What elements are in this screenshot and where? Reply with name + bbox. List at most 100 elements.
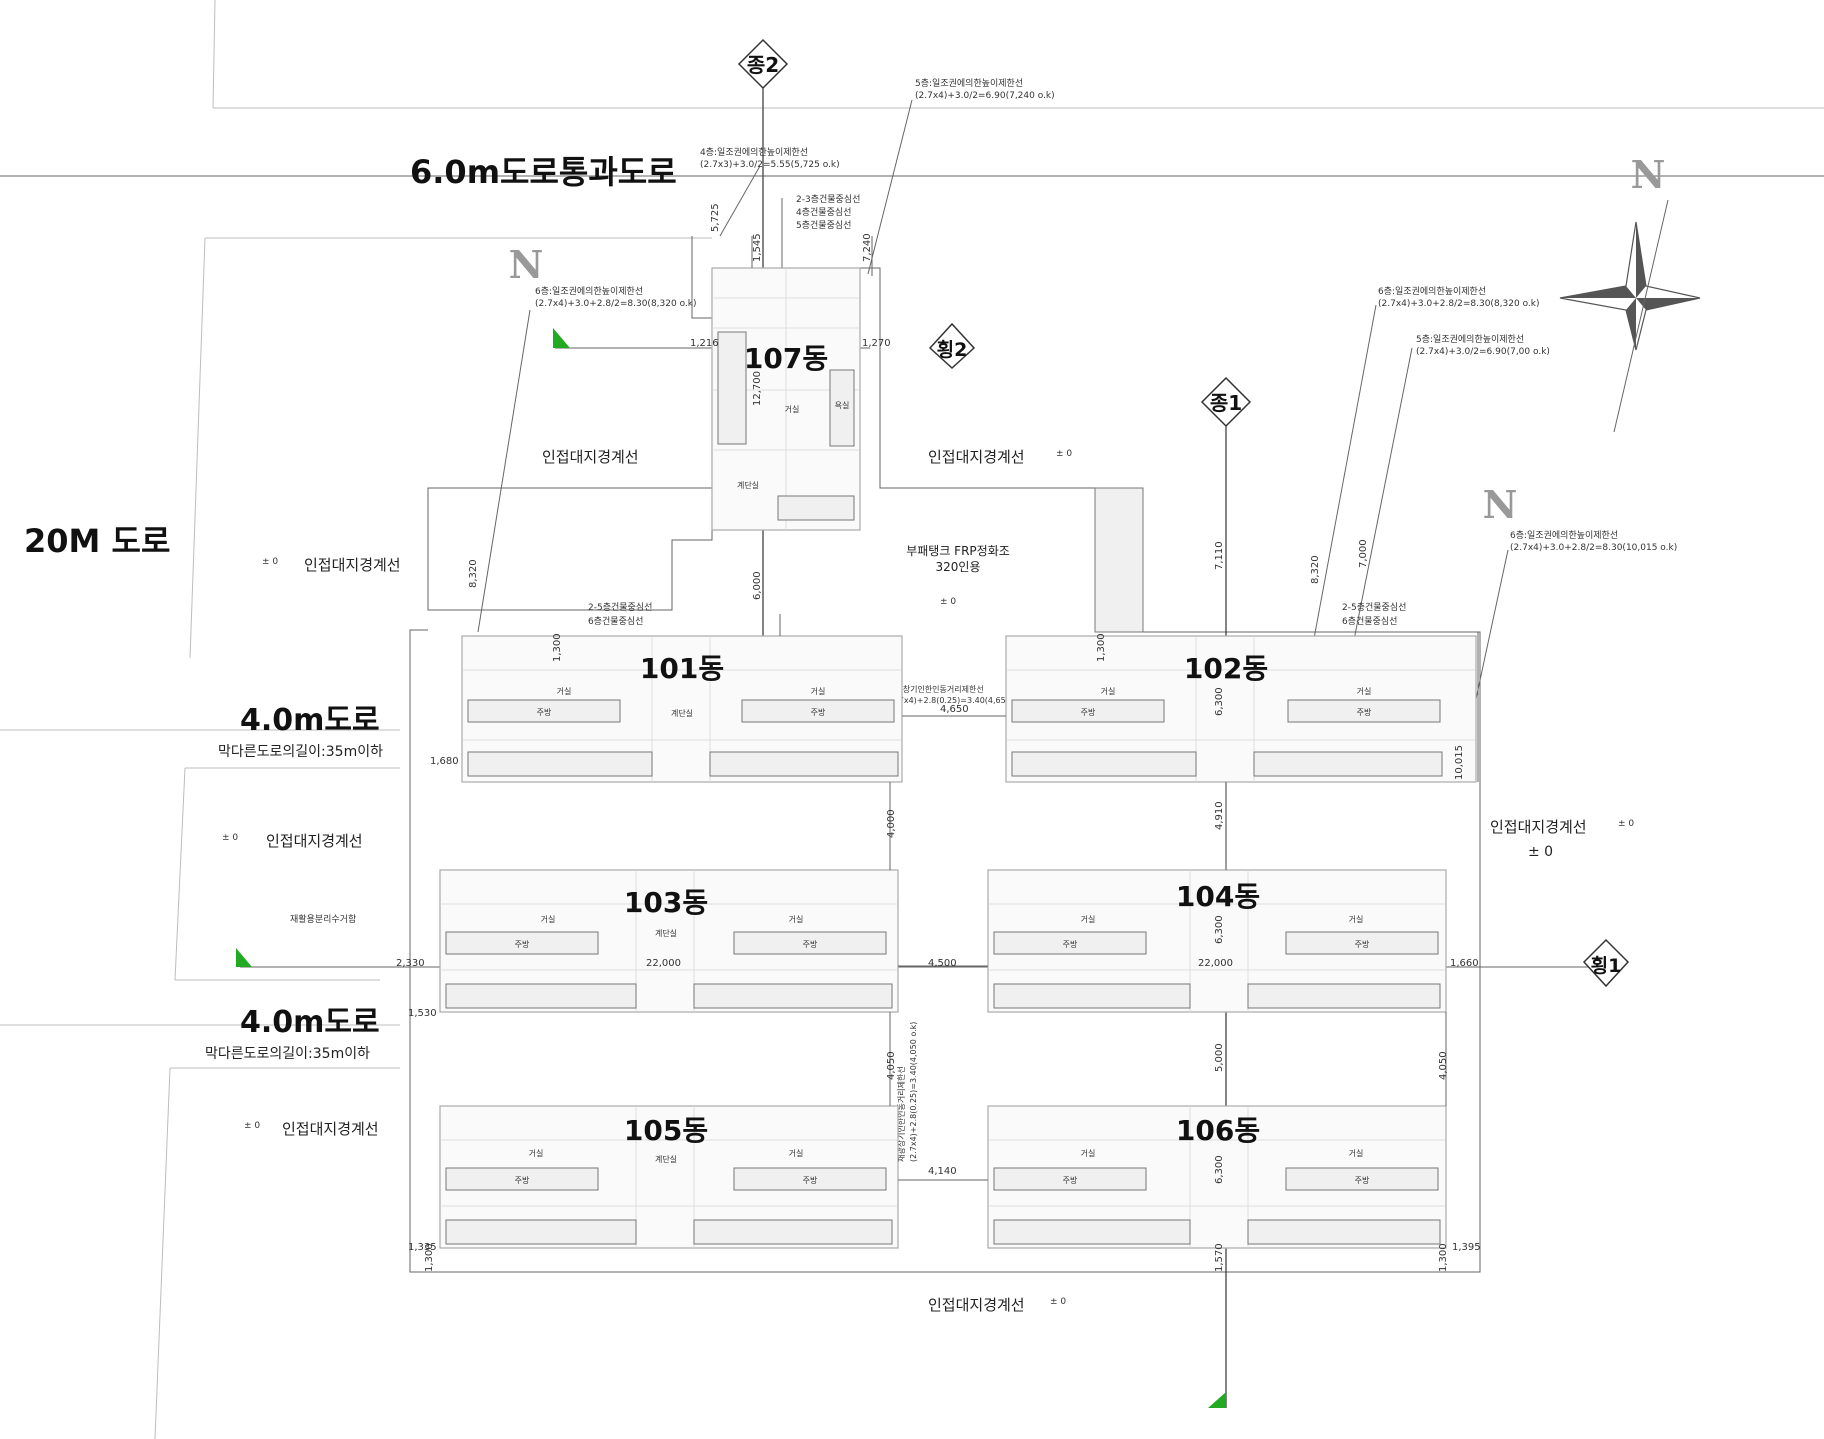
dim: 4,500 (928, 958, 957, 969)
note-6-line2: (2.7x4)+3.0+2.8/2=8.30(10,015 o.k) (1510, 543, 1677, 553)
dim: 6,300 (1214, 915, 1225, 944)
note-4-line2: (2.7x4)+3.0+2.8/2=8.30(8,320 o.k) (1378, 299, 1540, 309)
axis-label-hoeng1: 횡1 (1591, 955, 1622, 977)
room-label: 주방 (811, 707, 826, 717)
dim: 1,335 (408, 1242, 437, 1253)
level-marker-icon (236, 948, 252, 967)
dim: 1,216 (690, 338, 719, 349)
level-marker-icon (553, 328, 570, 348)
building-105[interactable]: 105동 거실 거실 주방 주방 계단실 (439, 1105, 899, 1249)
recycle-label: 재활용분리수거함 (290, 913, 356, 925)
dim: 22,000 (1198, 958, 1233, 969)
dim: 8,320 (468, 559, 479, 588)
note-6-line1: 6층:일조권에의한높이제한선 (1510, 529, 1618, 541)
note-101-c2: 6층건물중심선 (588, 616, 643, 627)
note-107-c1: 2-3층건물중심선 (796, 194, 860, 205)
axis-label-jong1: 종1 (1210, 391, 1242, 415)
axis-label-jong2: 종2 (747, 53, 779, 77)
boundary-level: ± 0 (1618, 819, 1634, 829)
room-label: 거실 (529, 1148, 544, 1158)
dim: 1,300 (1096, 633, 1107, 662)
level-septic: ± 0 (940, 597, 956, 607)
road-note-4m-a: 막다른도로의길이:35m이하 (218, 744, 383, 760)
room-label: 주방 (515, 939, 530, 949)
note-1-line1: 5층:일조권에의한높이제한선 (915, 77, 1023, 89)
axis-marker-hoeng1: 횡1 (1582, 938, 1630, 988)
note-102-c2: 6층건물중심선 (1342, 616, 1397, 627)
dim: 22,000 (646, 958, 681, 969)
building-107[interactable]: 107동 거실 욕실 계단실 (711, 267, 861, 531)
room-label: 거실 (1101, 686, 1116, 696)
note-1-line2: (2.7x4)+3.0/2=6.90(7,240 o.k) (915, 91, 1055, 101)
height-limit-notes: 5층:일조권에의한높이제한선 (2.7x4)+3.0/2=6.90(7,240 … (477, 77, 1677, 765)
dim: 1,530 (408, 1008, 437, 1019)
building-106[interactable]: 106동 거실 거실 주방 주방 (987, 1105, 1447, 1249)
dim: 4,050 (886, 1051, 897, 1080)
note-107-c3: 5층건물중심선 (796, 220, 851, 231)
north-label: N (1631, 152, 1666, 197)
mid-note-2: (2.7x4)+2.8(0.25)=3.40(4,650 o.k) (888, 696, 1028, 705)
road-label-4m-a: 4.0m도로 (240, 703, 380, 738)
dim: 1,680 (430, 756, 459, 767)
room-label: 거실 (785, 404, 800, 414)
dim: 5,725 (710, 203, 721, 232)
room-label: 거실 (557, 686, 572, 696)
centerline-notes: 2-3층건물중심선 4층건물중심선 5층건물중심선 2-5층건물중심선 6층건물… (588, 194, 1406, 627)
room-label: 주방 (1355, 939, 1370, 949)
dim: 6,300 (1214, 687, 1225, 716)
building-102[interactable]: 102동 거실 거실 주방 주방 (1005, 635, 1477, 783)
road-label-4m-b: 4.0m도로 (240, 1005, 380, 1040)
building-101[interactable]: 101동 거실 거실 주방 주방 계단실 (461, 635, 903, 783)
dim: 1,660 (1450, 958, 1479, 969)
dim: 1,545 (752, 233, 763, 262)
note-3-line2: (2.7x4)+3.0+2.8/2=8.30(8,320 o.k) (535, 299, 697, 309)
building-name: 101동 (640, 652, 724, 685)
note-5-line2: (2.7x4)+3.0/2=6.90(7,00 o.k) (1416, 347, 1550, 357)
room-label: 거실 (1349, 1148, 1364, 1158)
dim: 6,000 (752, 571, 763, 600)
boundary-level: ± 0 (222, 833, 238, 843)
boundary-label: 인접대지경계선 (266, 832, 363, 850)
room-label: 주방 (537, 707, 552, 717)
boundary-level: ± 0 (1050, 1297, 1066, 1307)
room-label: 거실 (789, 1148, 804, 1158)
room-label: 거실 (789, 914, 804, 924)
dim: 7,110 (1214, 541, 1225, 570)
boundary-label: 인접대지경계선 (282, 1120, 379, 1138)
boundary-label: 인접대지경계선 (928, 448, 1025, 466)
boundary-level: ± 0 (244, 1121, 260, 1131)
note-5-line1: 5층:일조권에의한높이제한선 (1416, 333, 1524, 345)
dim: 2,330 (396, 958, 425, 969)
dim: 8,320 (1310, 555, 1321, 584)
room-label: 계단실 (671, 708, 693, 718)
room-label: 욕실 (835, 400, 850, 410)
building-104[interactable]: 104동 거실 거실 주방 주방 (987, 869, 1447, 1013)
dim: 1,570 (1214, 1243, 1225, 1272)
dim: 6,300 (1214, 1155, 1225, 1184)
dim: 4,650 (940, 704, 969, 715)
building-name: 105동 (624, 1114, 708, 1147)
room-label: 주방 (1063, 1175, 1078, 1185)
septic-label-2: 320인용 (936, 560, 981, 574)
road-note-4m-b: 막다른도로의길이:35m이하 (205, 1046, 370, 1062)
dim: 4,910 (1214, 801, 1225, 830)
north-label-small: N (509, 242, 544, 287)
dimension-lines (691, 236, 1479, 1181)
mid-v-note-1: 채광창기인한인동거리제한선 (896, 1066, 906, 1162)
boundary-level: ± 0 (1056, 449, 1072, 459)
dim: 4,140 (928, 1166, 957, 1177)
dim: 4,050 (1438, 1051, 1449, 1080)
note-3-line1: 6층:일조권에의한높이제한선 (535, 285, 643, 297)
room-label: 주방 (515, 1175, 530, 1185)
dim: 4,000 (886, 809, 897, 838)
dim: 1,300 (424, 1243, 435, 1272)
road-label-20m: 20M 도로 (24, 522, 170, 560)
room-label: 주방 (1063, 939, 1078, 949)
axis-marker-jong2: 종2 (737, 38, 789, 90)
building-103[interactable]: 103동 거실 거실 주방 주방 계단실 (439, 869, 899, 1013)
north-arrow: N (1559, 152, 1701, 433)
room-label: 거실 (1081, 1148, 1096, 1158)
room-label: 주방 (1355, 1175, 1370, 1185)
